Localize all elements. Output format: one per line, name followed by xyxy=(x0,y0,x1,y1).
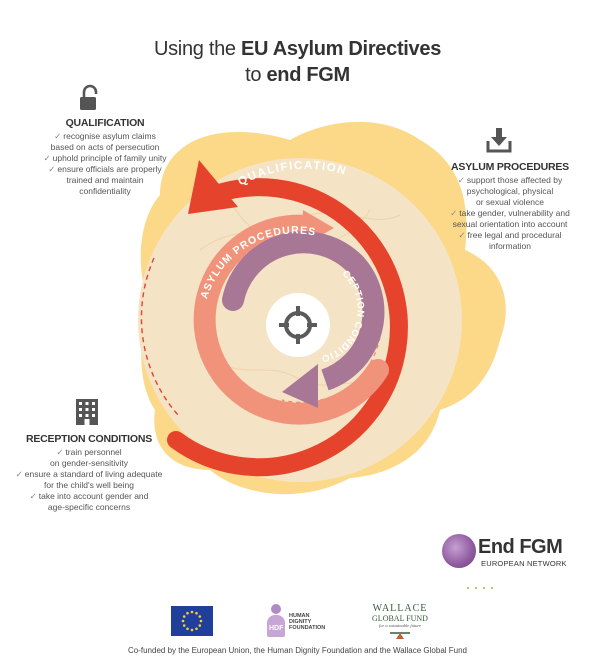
hdf-name: HUMAN DIGNITY FOUNDATION xyxy=(289,613,326,631)
eu-star xyxy=(198,624,202,627)
reception-conditions-item: ✓train personnel xyxy=(56,447,122,457)
asylum-procedures-item: ✓take gender, vulnerability and xyxy=(450,208,570,218)
reception-conditions-item-cont: on gender-sensitivity xyxy=(50,458,128,468)
eu-star xyxy=(182,615,186,618)
check-icon: ✓ xyxy=(457,175,465,185)
reception-conditions-item: ✓ensure a standard of living adequate xyxy=(15,469,163,479)
decorative-dots xyxy=(467,587,493,589)
eu-star xyxy=(182,624,186,627)
hdf-logo: HDF HUMAN DIGNITY FOUNDATION xyxy=(266,603,336,639)
wgf-line3: for a sustainable future xyxy=(379,623,421,628)
asylum-procedures-item-cont: information xyxy=(488,241,532,251)
check-icon: ✓ xyxy=(54,131,62,141)
reception-conditions-item: ✓take into account gender and xyxy=(29,491,149,501)
inbox-download-icon xyxy=(486,128,512,153)
eu-stars-icon xyxy=(181,610,203,632)
reception-conditions-item-cont: age-specific concerns xyxy=(47,502,131,512)
scale-icon xyxy=(390,632,410,639)
title-line2-bold: end FGM xyxy=(266,64,350,86)
check-icon: ✓ xyxy=(48,164,56,174)
person-head-icon xyxy=(271,604,281,614)
qualification-item-cont: based on acts of persecution xyxy=(50,142,160,152)
title-bold: EU Asylum Directives xyxy=(241,38,442,60)
asylum-procedures-item-cont: sexual orientation into account xyxy=(452,219,568,229)
eu-star xyxy=(181,619,185,623)
inner-ring xyxy=(222,231,385,391)
building-icon xyxy=(76,399,98,425)
eu-star xyxy=(190,628,194,632)
unlocked-padlock-icon xyxy=(80,84,98,110)
qualification-heading: QUALIFICATION xyxy=(65,117,145,129)
reception-conditions-block: RECEPTION CONDITIONS ✓train personnel on… xyxy=(14,434,164,513)
qualification-item: ✓uphold principle of family unity xyxy=(43,153,167,163)
logo-subtitle: EUROPEAN NETWORK xyxy=(481,559,567,568)
title-line2-prefix: to xyxy=(245,64,262,86)
eu-star xyxy=(195,611,198,615)
asylum-procedures-item-cont: or sexual violence xyxy=(475,197,545,207)
asylum-procedures-heading: ASYLUM PROCEDURES xyxy=(451,161,569,173)
inner-ring-arrowhead xyxy=(282,364,318,408)
asylum-procedures-block: ASYLUM PROCEDURES ✓support those affecte… xyxy=(445,162,575,252)
check-icon: ✓ xyxy=(450,208,458,218)
hdf-letters: HDF xyxy=(269,625,284,632)
eu-star xyxy=(190,610,194,614)
eu-star xyxy=(195,627,198,631)
person-body-icon xyxy=(267,615,285,637)
wallace-global-fund-logo: WALLACE GLOBAL FUND for a sustainable fu… xyxy=(360,603,440,643)
check-icon: ✓ xyxy=(29,491,37,501)
asylum-procedures-item-cont: psychological, physical xyxy=(466,186,554,196)
title-prefix: Using the xyxy=(153,38,236,60)
logo-name: End FGM xyxy=(478,536,563,558)
wgf-line1: WALLACE xyxy=(372,603,428,614)
qualification-item: ✓ensure officials are properly xyxy=(48,164,162,174)
asylum-procedures-item: ✓free legal and procedural xyxy=(458,230,562,240)
dashed-connector-left xyxy=(140,257,179,416)
eu-flag-logo xyxy=(171,606,213,636)
center-circle xyxy=(266,293,330,357)
qualification-block: QUALIFICATION ✓recognise asylum claims b… xyxy=(40,118,170,197)
eu-star xyxy=(198,615,202,618)
qualification-item: ✓recognise asylum claims xyxy=(54,131,156,141)
inner-ring-cap xyxy=(222,289,244,311)
eu-star xyxy=(199,619,203,623)
check-icon: ✓ xyxy=(458,230,466,240)
crosshair-target-icon xyxy=(279,306,317,344)
qualification-item-cont: trained and maintain confidentiality xyxy=(66,175,144,196)
eu-star xyxy=(186,627,189,631)
asylum-procedures-item: ✓support those affected by xyxy=(457,175,563,185)
eu-star xyxy=(186,611,189,615)
reception-conditions-heading: RECEPTION CONDITIONS xyxy=(25,433,153,445)
check-icon: ✓ xyxy=(15,469,23,479)
footer-band xyxy=(0,598,595,666)
rose-logo-icon xyxy=(442,534,476,568)
outer-ring xyxy=(167,178,408,477)
outer-ring-arrowhead xyxy=(188,160,238,214)
check-icon: ✓ xyxy=(56,447,64,457)
check-icon: ✓ xyxy=(43,153,51,163)
page-title: Using the EU Asylum Directives to end FG… xyxy=(0,36,595,88)
footer-credit: Co-funded by the European Union, the Hum… xyxy=(127,646,468,655)
wgf-line2: GLOBAL FUND xyxy=(372,614,428,623)
reception-conditions-item-cont: for the child's well being xyxy=(44,480,134,490)
end-fgm-logo: End FGM EUROPEAN NETWORK xyxy=(440,530,580,590)
middle-ring xyxy=(193,214,389,425)
